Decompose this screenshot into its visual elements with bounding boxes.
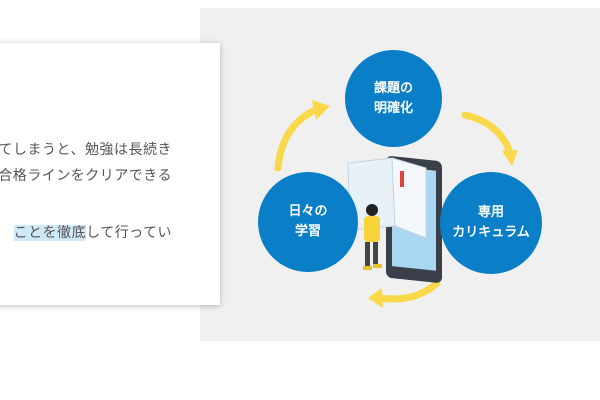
step-label: 専用 bbox=[477, 205, 504, 220]
body-text-line: 合格ラインをクリアできる bbox=[0, 168, 172, 184]
cycle-step-left: 日々の 学習 bbox=[258, 172, 358, 272]
body-text-line: てしまうと、勉強は長続き bbox=[0, 142, 172, 158]
step-label: 学習 bbox=[294, 224, 321, 239]
step-label: カリキュラム bbox=[452, 225, 530, 240]
body-text: して行ってい bbox=[86, 225, 172, 241]
cycle-arrow-icon bbox=[376, 279, 441, 303]
cycle-arrow-icon bbox=[274, 104, 324, 172]
step-label: 明確化 bbox=[373, 100, 413, 116]
cycle-step-right: 専用 カリキュラム bbox=[440, 172, 542, 274]
body-text-line: ことを徹底して行ってい bbox=[13, 222, 172, 242]
cycle-step-top: 課題の 明確化 bbox=[345, 50, 442, 147]
step-label: 課題の bbox=[373, 80, 413, 96]
text-card: てしまうと、勉強は長続き 合格ラインをクリアできる ことを徹底して行ってい bbox=[0, 43, 220, 305]
cycle-arrow-icon bbox=[461, 111, 514, 157]
step-label: 日々の bbox=[288, 204, 328, 219]
cycle-illustration bbox=[274, 100, 518, 308]
highlighted-text: ことを徹底 bbox=[13, 225, 87, 241]
